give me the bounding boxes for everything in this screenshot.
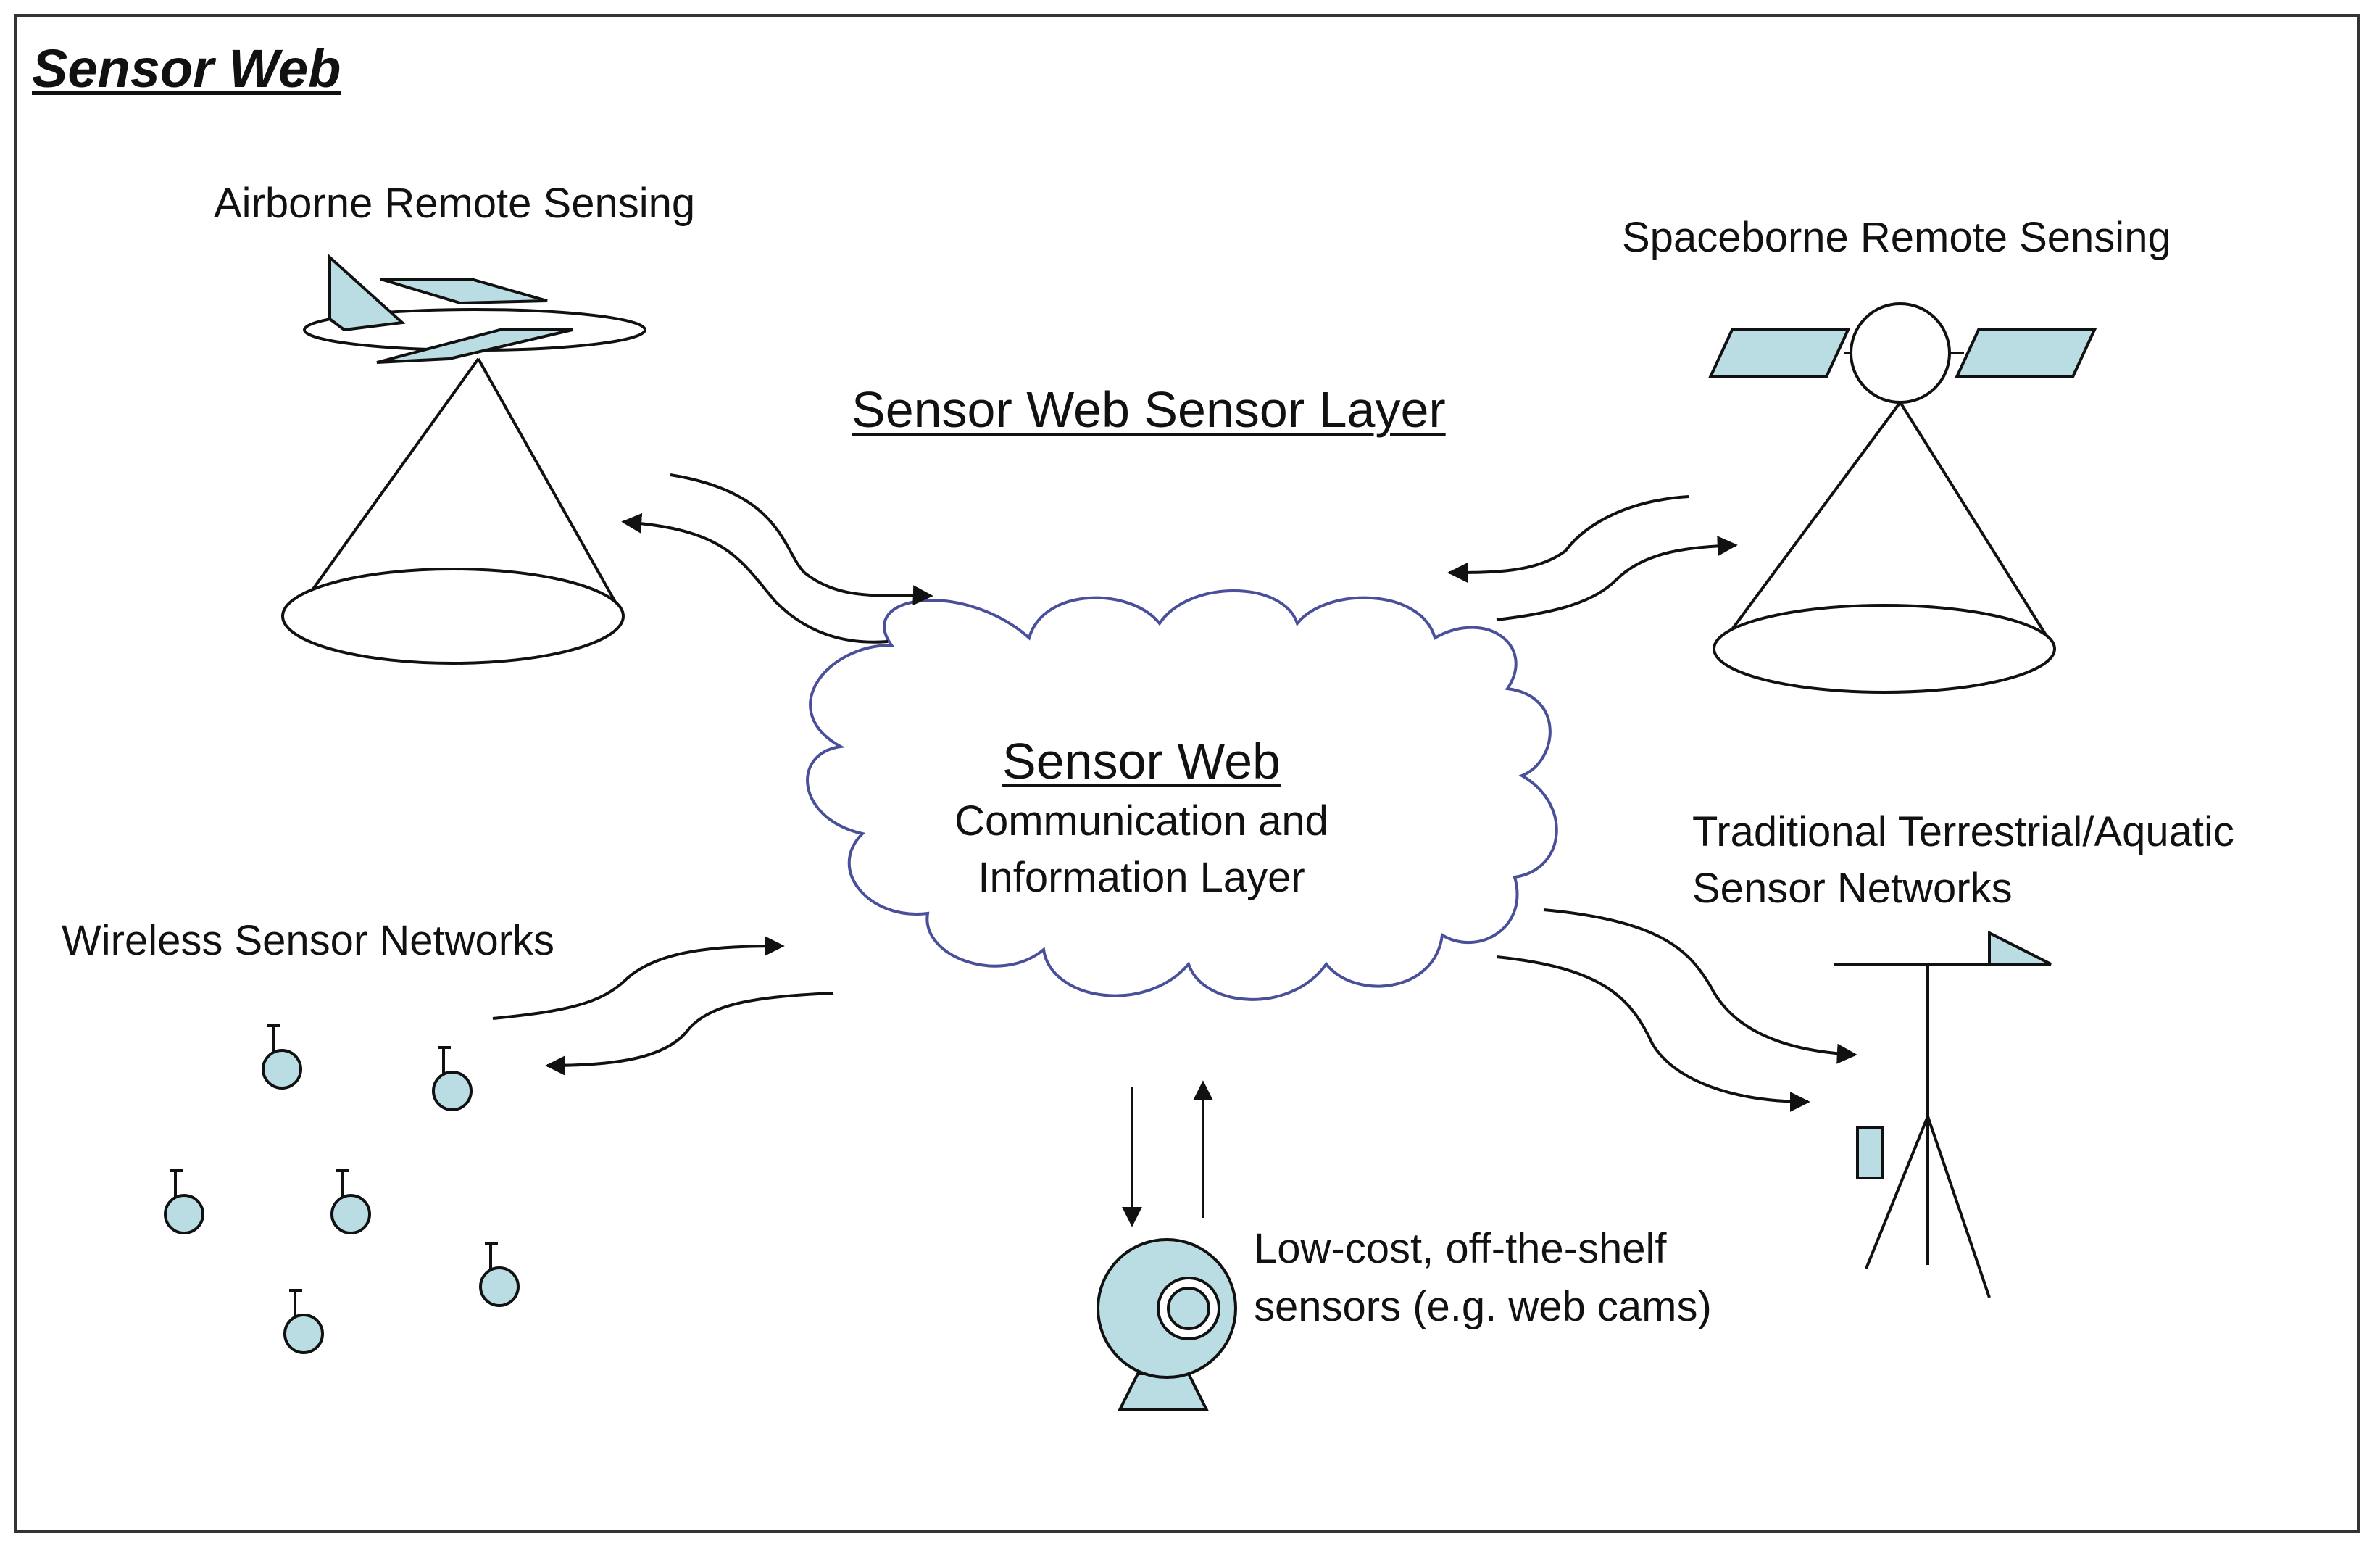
satellite-icon bbox=[1707, 302, 2097, 404]
webcam-icon bbox=[1097, 1238, 1237, 1411]
label-wireless: Wireless Sensor Networks bbox=[62, 917, 555, 964]
wireless-sensor-node-icon bbox=[262, 1024, 302, 1090]
wireless-sensor-node-icon bbox=[330, 1169, 371, 1234]
label-lowcost-line2: sensors (e.g. web cams) bbox=[1254, 1283, 1712, 1330]
wireless-sensor-node-icon bbox=[164, 1169, 204, 1234]
label-traditional-line2: Sensor Networks bbox=[1692, 865, 2013, 912]
arrow-to-traditional-2 bbox=[1496, 955, 1810, 1112]
cloud-icon bbox=[806, 589, 1558, 1001]
arrow-to-traditional-1 bbox=[1543, 908, 1857, 1064]
airborne-sensing-cone bbox=[281, 357, 625, 665]
wireless-sensor-nodes bbox=[164, 1024, 520, 1354]
label-airborne: Airborne Remote Sensing bbox=[214, 180, 696, 227]
label-sensor-layer: Sensor Web Sensor Layer bbox=[852, 381, 1446, 438]
arrow-to-airborne bbox=[621, 513, 889, 644]
wireless-sensor-node-icon bbox=[479, 1242, 520, 1307]
arrow-to-spaceborne bbox=[1496, 536, 1738, 621]
wireless-sensor-node-icon bbox=[283, 1289, 324, 1354]
label-cloud-title: Sensor Web bbox=[1002, 733, 1281, 789]
spaceborne-sensing-cone bbox=[1713, 401, 2056, 694]
label-traditional-line1: Traditional Terrestrial/Aquatic bbox=[1692, 808, 2234, 855]
arrow-to-cloud-spaceborne bbox=[1447, 495, 1689, 583]
label-cloud-line2: Information Layer bbox=[978, 854, 1305, 901]
label-cloud-line1: Communication and bbox=[954, 797, 1328, 845]
data-flow-arrows bbox=[492, 473, 1857, 1227]
tripod-sensor-icon bbox=[1834, 930, 2052, 1298]
diagram-title: Sensor Web bbox=[32, 38, 341, 99]
wireless-sensor-node-icon bbox=[432, 1046, 473, 1111]
label-lowcost-line1: Low-cost, off-the-shelf bbox=[1254, 1225, 1667, 1272]
arrow-to-cloud-wireless bbox=[492, 936, 785, 1020]
label-spaceborne: Spaceborne Remote Sensing bbox=[1622, 214, 2171, 261]
arrow-to-cloud-airborne bbox=[670, 473, 933, 606]
airplane-icon bbox=[303, 254, 646, 364]
arrow-to-wireless bbox=[545, 992, 834, 1076]
